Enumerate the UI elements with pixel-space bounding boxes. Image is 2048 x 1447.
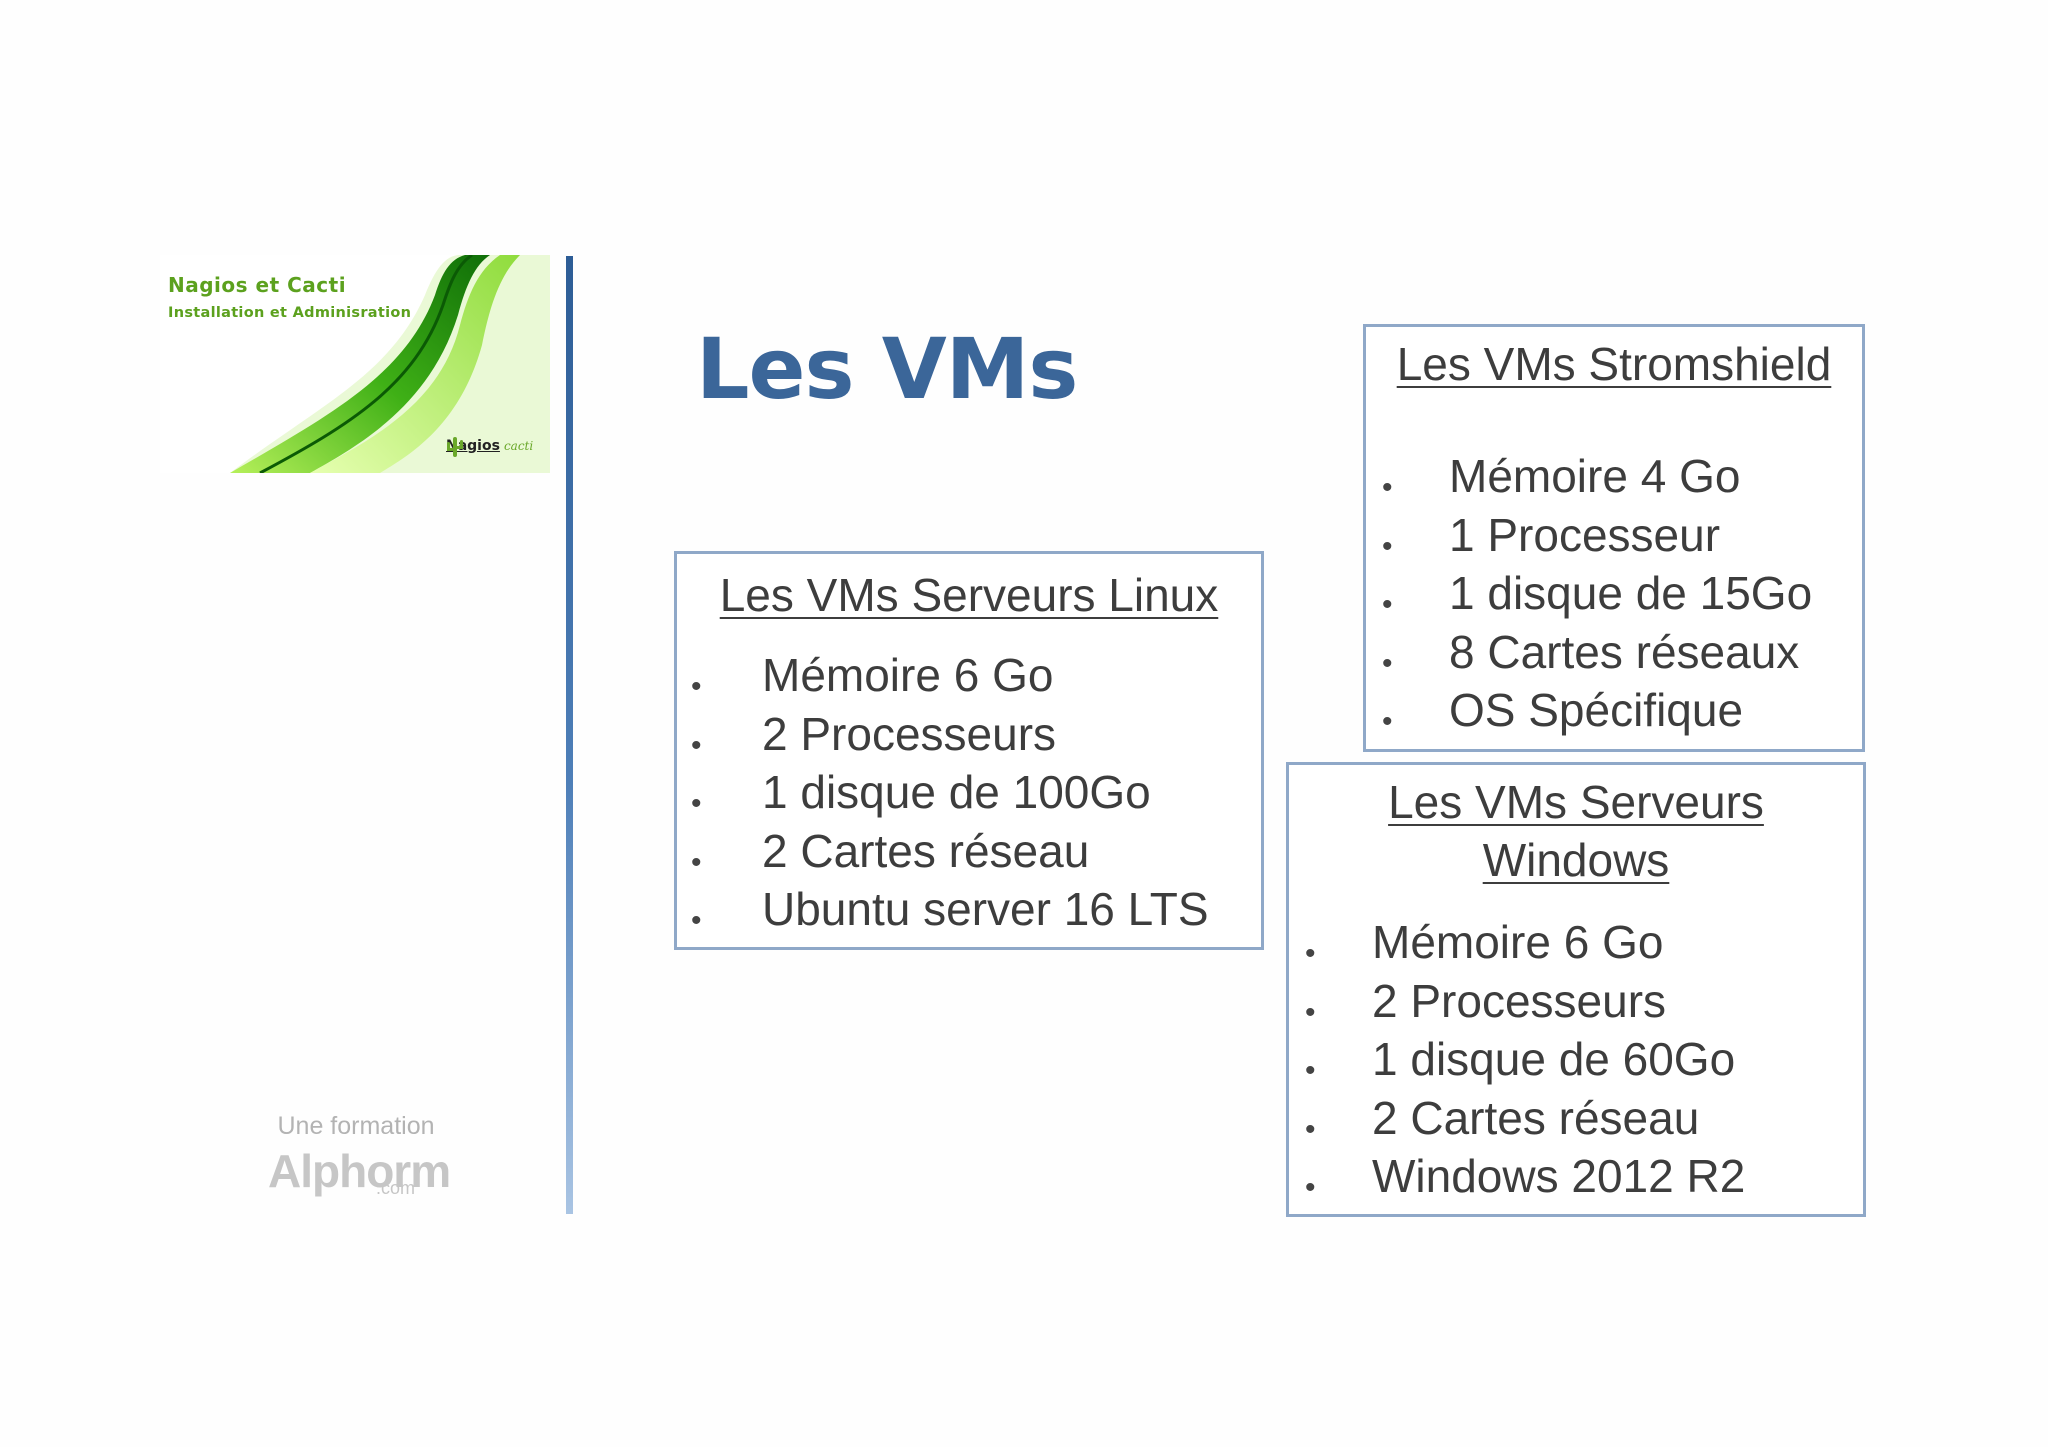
linux-box-heading: Les VMs Serveurs Linux [719, 569, 1219, 621]
nagios-logo-text: Nagios [446, 438, 500, 454]
nagios-cacti-logo: Nagios cacti [446, 435, 533, 457]
list-item: • 1 disque de 15Go [1366, 564, 1862, 622]
list-item: • 1 disque de 100Go [677, 763, 1261, 821]
list-item: • Windows 2012 R2 [1289, 1147, 1863, 1205]
bullet: • [1305, 1112, 1316, 1146]
spec-text: Windows 2012 R2 [1372, 1150, 1746, 1202]
windows-box-heading-line2: Windows [1482, 834, 1670, 886]
list-item: • 8 Cartes réseaux [1366, 623, 1862, 681]
spec-text: 1 disque de 60Go [1372, 1033, 1736, 1085]
spec-text: 1 Processeur [1449, 508, 1721, 561]
formation-label: Une formation [277, 1112, 435, 1140]
spec-text: 1 disque de 15Go [1449, 567, 1813, 619]
list-item: • Mémoire 6 Go [677, 646, 1261, 704]
bullet: • [1382, 705, 1393, 738]
spec-text: Mémoire 6 Go [762, 649, 1054, 701]
alphorm-logo: Alphorm .com [268, 1144, 452, 1200]
bullet: • [1305, 1054, 1316, 1087]
cactus-icon [447, 437, 463, 457]
alphorm-brand: Alphorm [268, 1145, 451, 1197]
spec-text: Ubuntu server 16 LTS [762, 883, 1209, 935]
bullet: • [1305, 937, 1316, 970]
bullet: • [1382, 646, 1393, 680]
list-item: • Mémoire 6 Go [1289, 913, 1863, 971]
bullet: • [691, 787, 702, 820]
linux-vms-box: Les VMs Serveurs Linux • Mémoire 6 Go • … [674, 551, 1264, 950]
bullet: • [1305, 995, 1316, 1029]
list-item: • 2 Processeurs [1289, 972, 1863, 1030]
course-banner: Nagios et Cacti Installation et Adminisr… [160, 255, 550, 473]
stormshield-box-heading: Les VMs Stromshield [1396, 338, 1832, 390]
windows-box-heading-line1: Les VMs Serveurs [1388, 776, 1764, 828]
windows-vms-box: Les VMs Serveurs Windows • Mémoire 6 Go … [1286, 762, 1866, 1217]
spec-text: 2 Processeurs [1372, 974, 1667, 1027]
spec-text: 8 Cartes réseaux [1449, 625, 1800, 678]
list-item: • 2 Processeurs [677, 705, 1261, 763]
list-item: • 1 disque de 60Go [1289, 1030, 1863, 1088]
bullet: • [691, 728, 702, 762]
bullet: • [691, 670, 702, 703]
bullet: • [1382, 529, 1393, 563]
bullet: • [691, 845, 702, 879]
banner-title: Nagios et Cacti [168, 273, 347, 297]
spec-text: Mémoire 4 Go [1449, 450, 1741, 502]
green-swoosh-graphic [160, 255, 550, 473]
bullet: • [1382, 471, 1393, 504]
page-title: Les VMs [696, 320, 1078, 418]
list-item: • Ubuntu server 16 LTS [677, 880, 1261, 938]
list-item: • OS Spécifique [1366, 681, 1862, 739]
list-item: • 1 Processeur [1366, 506, 1862, 564]
banner-subtitle: Installation et Adminisration [168, 305, 412, 321]
spec-text: 2 Processeurs [762, 707, 1057, 760]
list-item: • 2 Cartes réseau [1289, 1089, 1863, 1147]
stormshield-vms-box: Les VMs Stromshield • Mémoire 4 Go • 1 P… [1363, 324, 1865, 752]
vertical-divider [566, 256, 573, 1214]
spec-text: 1 disque de 100Go [762, 766, 1151, 818]
cacti-logo-text: cacti [503, 439, 534, 453]
spec-text: 2 Cartes réseau [1372, 1091, 1700, 1144]
alphorm-suffix: .com [376, 1178, 416, 1198]
spec-text: Mémoire 6 Go [1372, 916, 1664, 968]
bullet: • [691, 904, 702, 937]
spec-text: OS Spécifique [1449, 684, 1744, 736]
spec-text: 2 Cartes réseau [762, 824, 1090, 877]
list-item: • Mémoire 4 Go [1366, 447, 1862, 505]
bullet: • [1305, 1171, 1316, 1204]
list-item: • 2 Cartes réseau [677, 822, 1261, 880]
bullet: • [1382, 588, 1393, 621]
